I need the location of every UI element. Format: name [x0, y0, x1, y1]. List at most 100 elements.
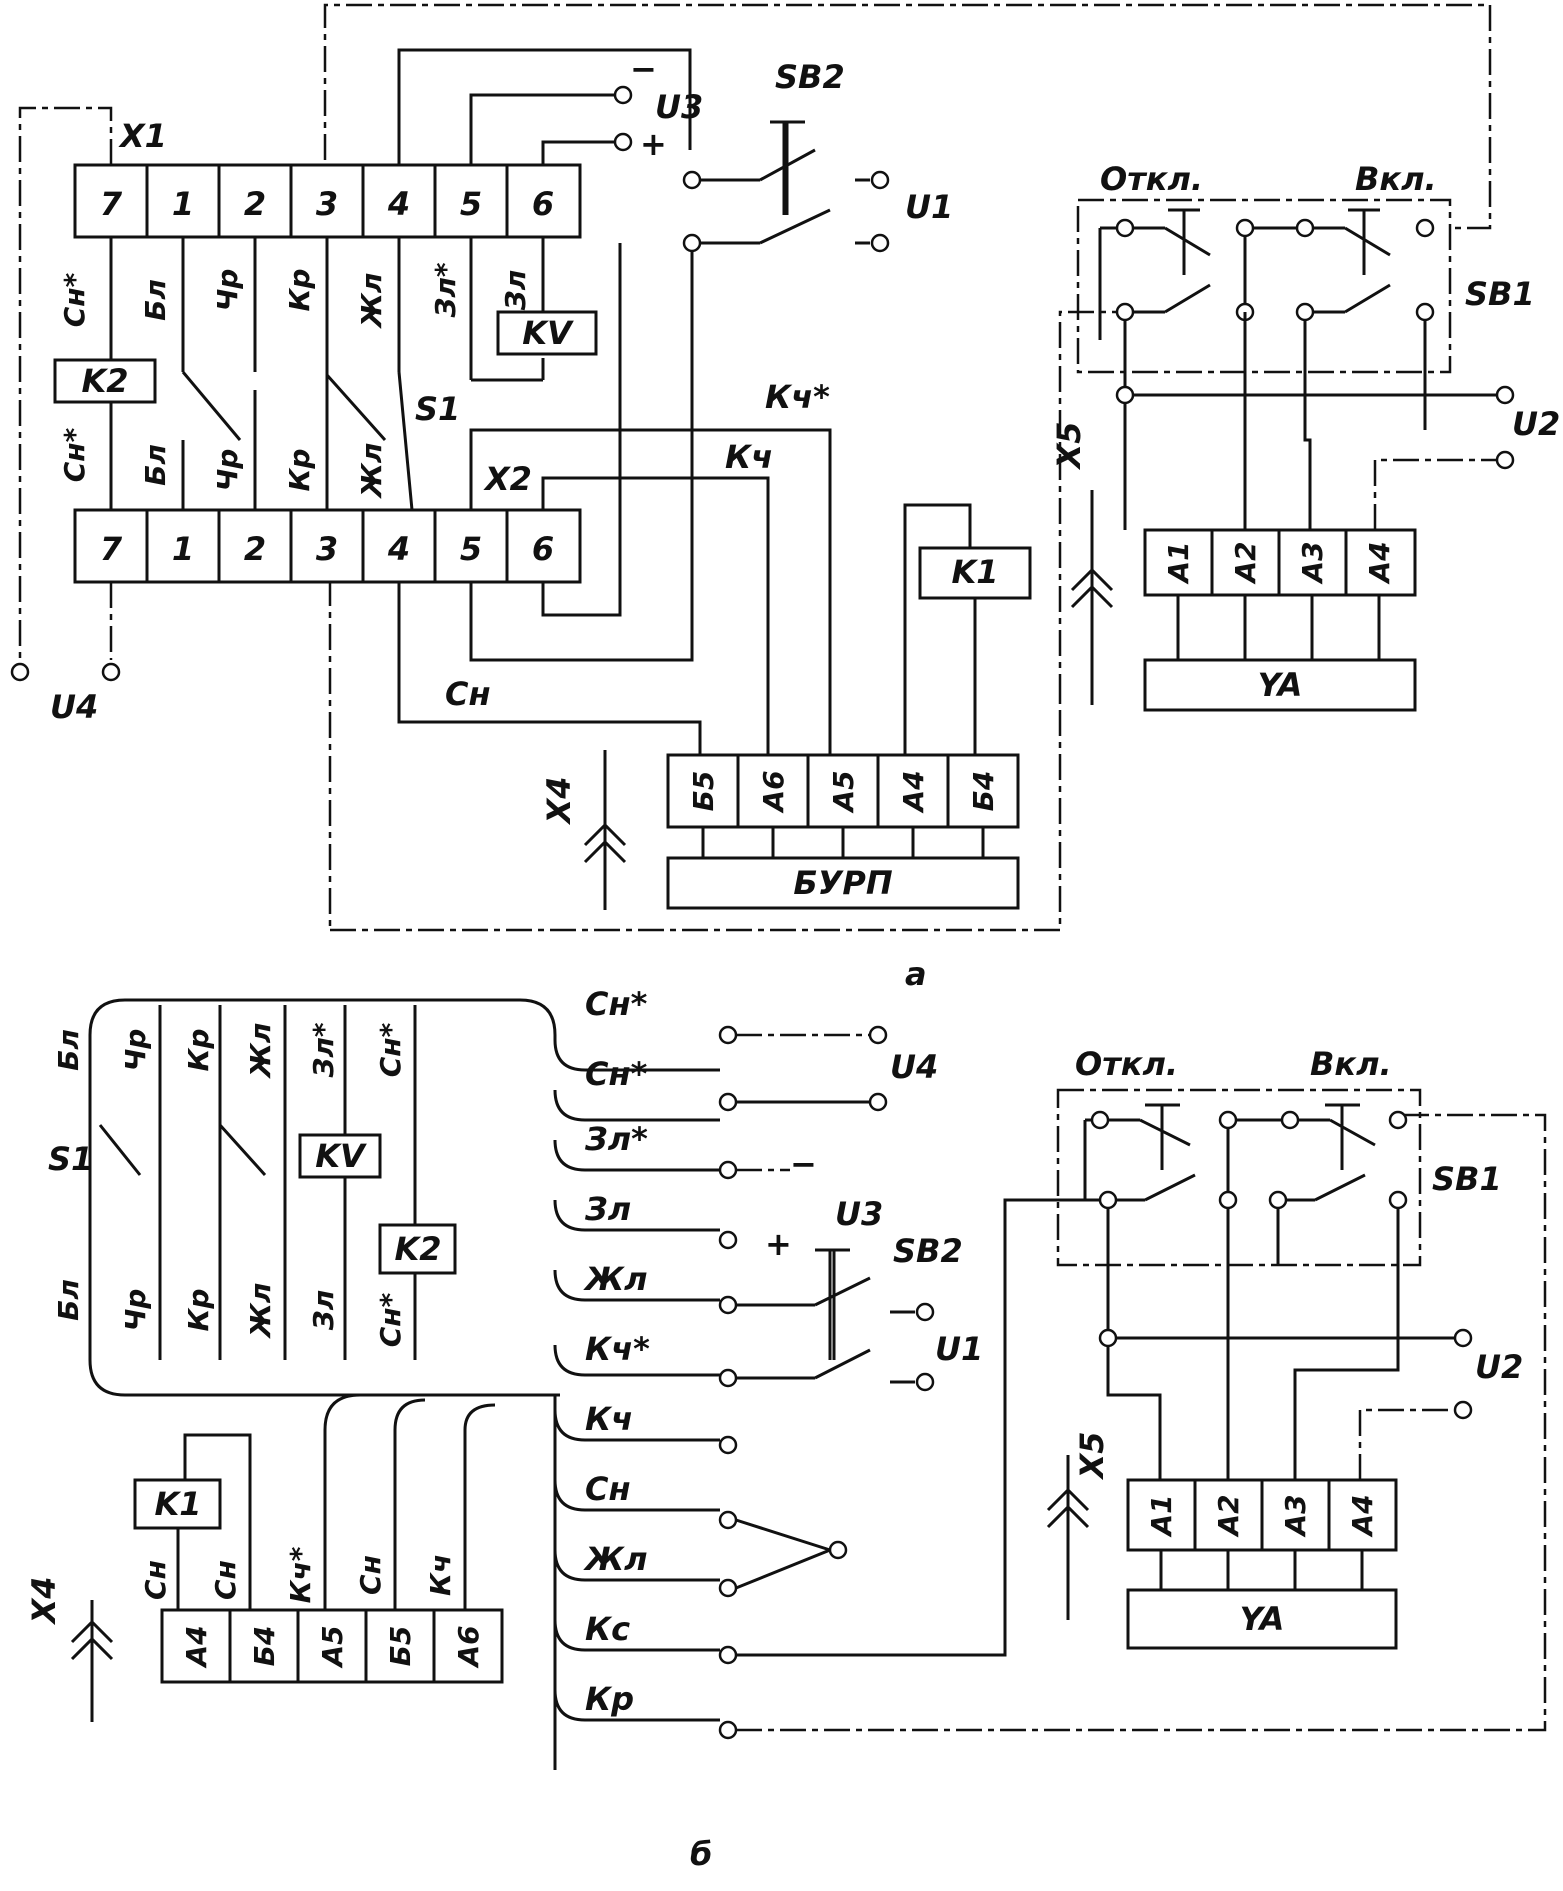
x4-wire-3: Кч* [284, 1546, 317, 1603]
wire-label-lower-1: Сн* [58, 427, 91, 482]
wire-label-upper-4: Кр [283, 269, 316, 312]
x1-pin-4: 3 [316, 185, 338, 223]
switch-s1-b-label: S1 [48, 1140, 93, 1178]
bundle-top-4: Жл [244, 1023, 277, 1080]
x2-pin-4: 3 [316, 530, 338, 568]
bundle-bottom-5: Зл [307, 1290, 340, 1331]
bundle-bottom-6: Сн* [374, 1292, 407, 1347]
switch-sb1: Откл. Вкл. SB1 [1076, 160, 1535, 395]
ya-b-pin-4: A4 [1346, 1494, 1379, 1537]
x4-wire-2: Сн [209, 1560, 242, 1600]
bundle-bottom-3: Кр [182, 1289, 215, 1332]
x4-wire-4: Сн [354, 1555, 387, 1595]
x2-pin-1: 7 [100, 530, 123, 568]
x4-pin-3: А5 [316, 1625, 349, 1668]
relay-kv-label: KV [522, 314, 574, 352]
wire-label-upper-7: Зл [499, 270, 532, 311]
block-ya-label: YA [1258, 666, 1303, 704]
fan-wire-8: Сн [585, 1470, 631, 1508]
wire-label-upper-5: Жл [355, 273, 388, 330]
switch-sb2: SB2 U1 [682, 58, 953, 253]
bundle-top-5: Зл* [307, 1022, 340, 1078]
block-ya-b-label: YA [1240, 1600, 1285, 1638]
bundle-bottom-2: Чр [119, 1289, 152, 1332]
x4-pin-1: А4 [180, 1625, 213, 1668]
burp-pin-2: А6 [757, 770, 790, 813]
wire-label-upper-2: Бл [139, 279, 172, 321]
wire-label-lower-5: Жл [355, 443, 388, 500]
switch-sb1-label: SB1 [1465, 275, 1535, 313]
ya-pin-3: A3 [1296, 541, 1329, 584]
connector-x1-label: X1 [118, 117, 167, 155]
block-ya: A1 A2 A3 A4 YA [1143, 528, 1417, 712]
connector-x5-label: X5 [1050, 422, 1088, 471]
burp-pin-1: Б5 [687, 771, 720, 812]
relay-kv: KV [496, 310, 598, 356]
x4-pin-4: Б5 [384, 1626, 417, 1667]
relay-kv-b: KV [298, 1133, 382, 1179]
x2-pin-6: 5 [460, 530, 482, 568]
switch-sb2-label: SB2 [775, 58, 845, 96]
switch-sb2-b-label: SB2 [893, 1232, 963, 1270]
wire-label-sn: Сн [445, 675, 491, 713]
block-burp-label: БУРП [793, 864, 893, 902]
block-burp: Б5 А6 А5 А4 Б4 БУРП [666, 753, 1020, 910]
x1-pin-7: 6 [532, 185, 554, 223]
terminal-u4-b-label: U4 [890, 1048, 938, 1086]
u3-b-minus-sign: − [790, 1145, 817, 1183]
x2-pin-5: 4 [387, 530, 410, 568]
fan-wire-4: Зл [584, 1190, 631, 1228]
x4-pin-5: А6 [452, 1625, 485, 1668]
wire-label-upper-1: Сн* [58, 272, 91, 327]
bundle-bottom-1: Бл [52, 1279, 85, 1321]
x2-pin-2: 1 [172, 530, 194, 568]
ya-b-pin-2: A2 [1212, 1494, 1245, 1537]
relay-kv-b-label: KV [315, 1137, 367, 1175]
block-ya-b: A1 A2 A3 A4 YA [1126, 1478, 1398, 1650]
relay-k1: K1 [903, 503, 1032, 755]
connector-x2-label: X2 [483, 460, 532, 498]
ya-pin-1: A1 [1162, 541, 1195, 584]
sb1-off-label: Откл. [1100, 160, 1203, 198]
switch-sb1-b-label: SB1 [1432, 1160, 1502, 1198]
x1-pin-5: 4 [387, 185, 410, 223]
relay-k1-b-label: K1 [154, 1485, 201, 1523]
x1-pin-2: 1 [172, 185, 194, 223]
x2-pin-7: 6 [532, 530, 554, 568]
relay-k2-label: K2 [81, 362, 128, 400]
x4-wire-1: Сн [139, 1560, 172, 1600]
bundle-top-1: Бл [52, 1029, 85, 1071]
fan-wire-7: Кч [585, 1400, 633, 1438]
switch-s1-label: S1 [415, 390, 460, 428]
connector-x2: X2 7 1 2 3 4 5 6 [73, 460, 582, 584]
connector-x4-b-label: X4 [25, 1577, 63, 1626]
panel-a: X1 7 1 2 3 4 5 6 [10, 3, 1560, 993]
wire-label-kch: Кч [725, 438, 773, 476]
fan-wire-10: Кс [585, 1610, 630, 1648]
block-x4-b: А4 Б4 А5 Б5 А6 [160, 1608, 504, 1684]
fan-wire-6: Кч* [585, 1330, 650, 1368]
ya-pin-4: A4 [1363, 541, 1396, 584]
burp-pin-4: А4 [897, 770, 930, 813]
switch-sb2-b: SB2 U1 [736, 1232, 983, 1392]
wire-label-upper-3: Чр [211, 269, 244, 312]
panel-b-caption: б [690, 1835, 712, 1873]
terminal-u4-label: U4 [50, 688, 98, 726]
connector-x5-b-label: X5 [1073, 1432, 1111, 1481]
connector-x4-arrow: X4 [540, 750, 627, 910]
relay-k2-b-label: K2 [394, 1230, 441, 1268]
connector-x1: X1 7 1 2 3 4 5 6 [73, 117, 582, 239]
burp-pin-3: А5 [827, 770, 860, 813]
fan-wire-1: Сн* [585, 985, 648, 1023]
connector-x4-label: X4 [540, 777, 578, 826]
terminal-u1-label: U1 [905, 188, 953, 226]
wire-label-kch-star: Кч* [765, 378, 830, 416]
relay-k2: K2 [53, 358, 157, 404]
x4-pin-2: Б4 [248, 1626, 281, 1667]
wire-label-lower-3: Чр [211, 449, 244, 492]
sb1-on-label: Вкл. [1355, 160, 1437, 198]
fan-wire-3: Зл* [584, 1120, 648, 1158]
burp-pin-5: Б4 [967, 771, 1000, 812]
fan-wire-9: Жл [583, 1540, 648, 1578]
